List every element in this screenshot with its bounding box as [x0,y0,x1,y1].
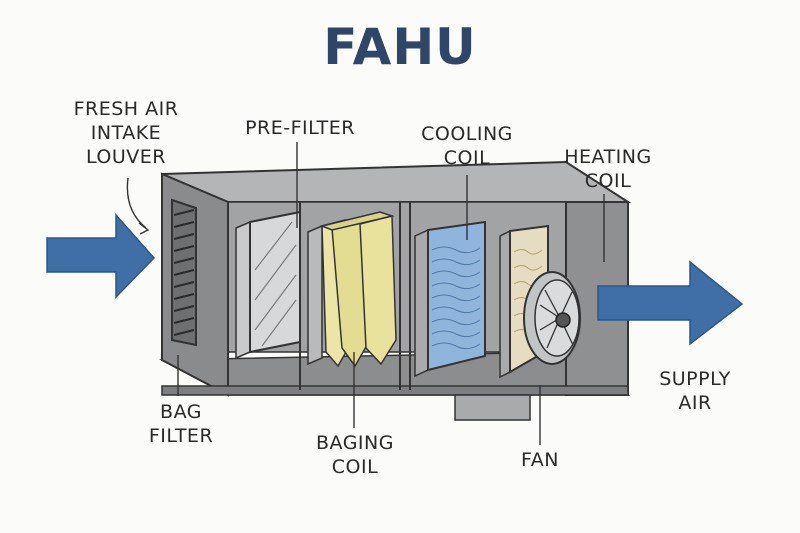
label-line: LOUVER [86,146,166,168]
supply-air-outlet-arrow [597,260,744,346]
label-cooling-coil: COOLING COIL [407,122,527,170]
label-line: BAG [160,401,202,423]
label-line: PRE-FILTER [245,117,355,139]
heating-coil-frame [499,229,511,379]
label-baging-coil: BAGING COIL [295,431,415,479]
label-line: INTAKE [90,122,162,144]
label-bag-filter: BAG FILTER [126,400,236,448]
label-line: SUPPLY [659,368,731,390]
label-line: COIL [443,147,491,169]
pre-filter-hatching [254,221,297,347]
leader-lines [126,142,605,445]
label-line: HEATING [564,146,652,168]
label-supply-air: SUPPLY AIR [640,367,750,415]
label-line: FILTER [148,425,214,447]
cooling-coil-frame [414,228,429,378]
pre-filter-panel [249,210,301,354]
label-fresh-air-intake-louver: FRESH AIR INTAKE LOUVER [56,97,196,169]
label-line: FAN [521,449,559,471]
label-heating-coil: HEATING COIL [548,145,668,193]
fan [523,271,581,365]
label-line: AIR [678,392,712,414]
louver-slats [173,209,195,336]
diagram-title: FAHU [323,18,477,76]
label-line: COIL [331,456,379,478]
bag-filter-top [319,211,395,231]
label-line: BAGING [316,432,394,454]
pre-filter-frame [235,220,251,360]
cooling-coil-fins [431,246,481,350]
fan-base [454,394,531,421]
fresh-air-inlet-arrow [46,213,156,299]
label-line: COIL [584,170,632,192]
bag-filter-frame [307,224,323,366]
label-fan: FAN [500,448,580,472]
label-line: COOLING [421,123,513,145]
label-line: FRESH AIR [73,98,179,120]
bag-filter-pocket [359,215,397,366]
label-pre-filter: PRE-FILTER [230,116,370,140]
housing-bottom-rail [161,385,629,396]
